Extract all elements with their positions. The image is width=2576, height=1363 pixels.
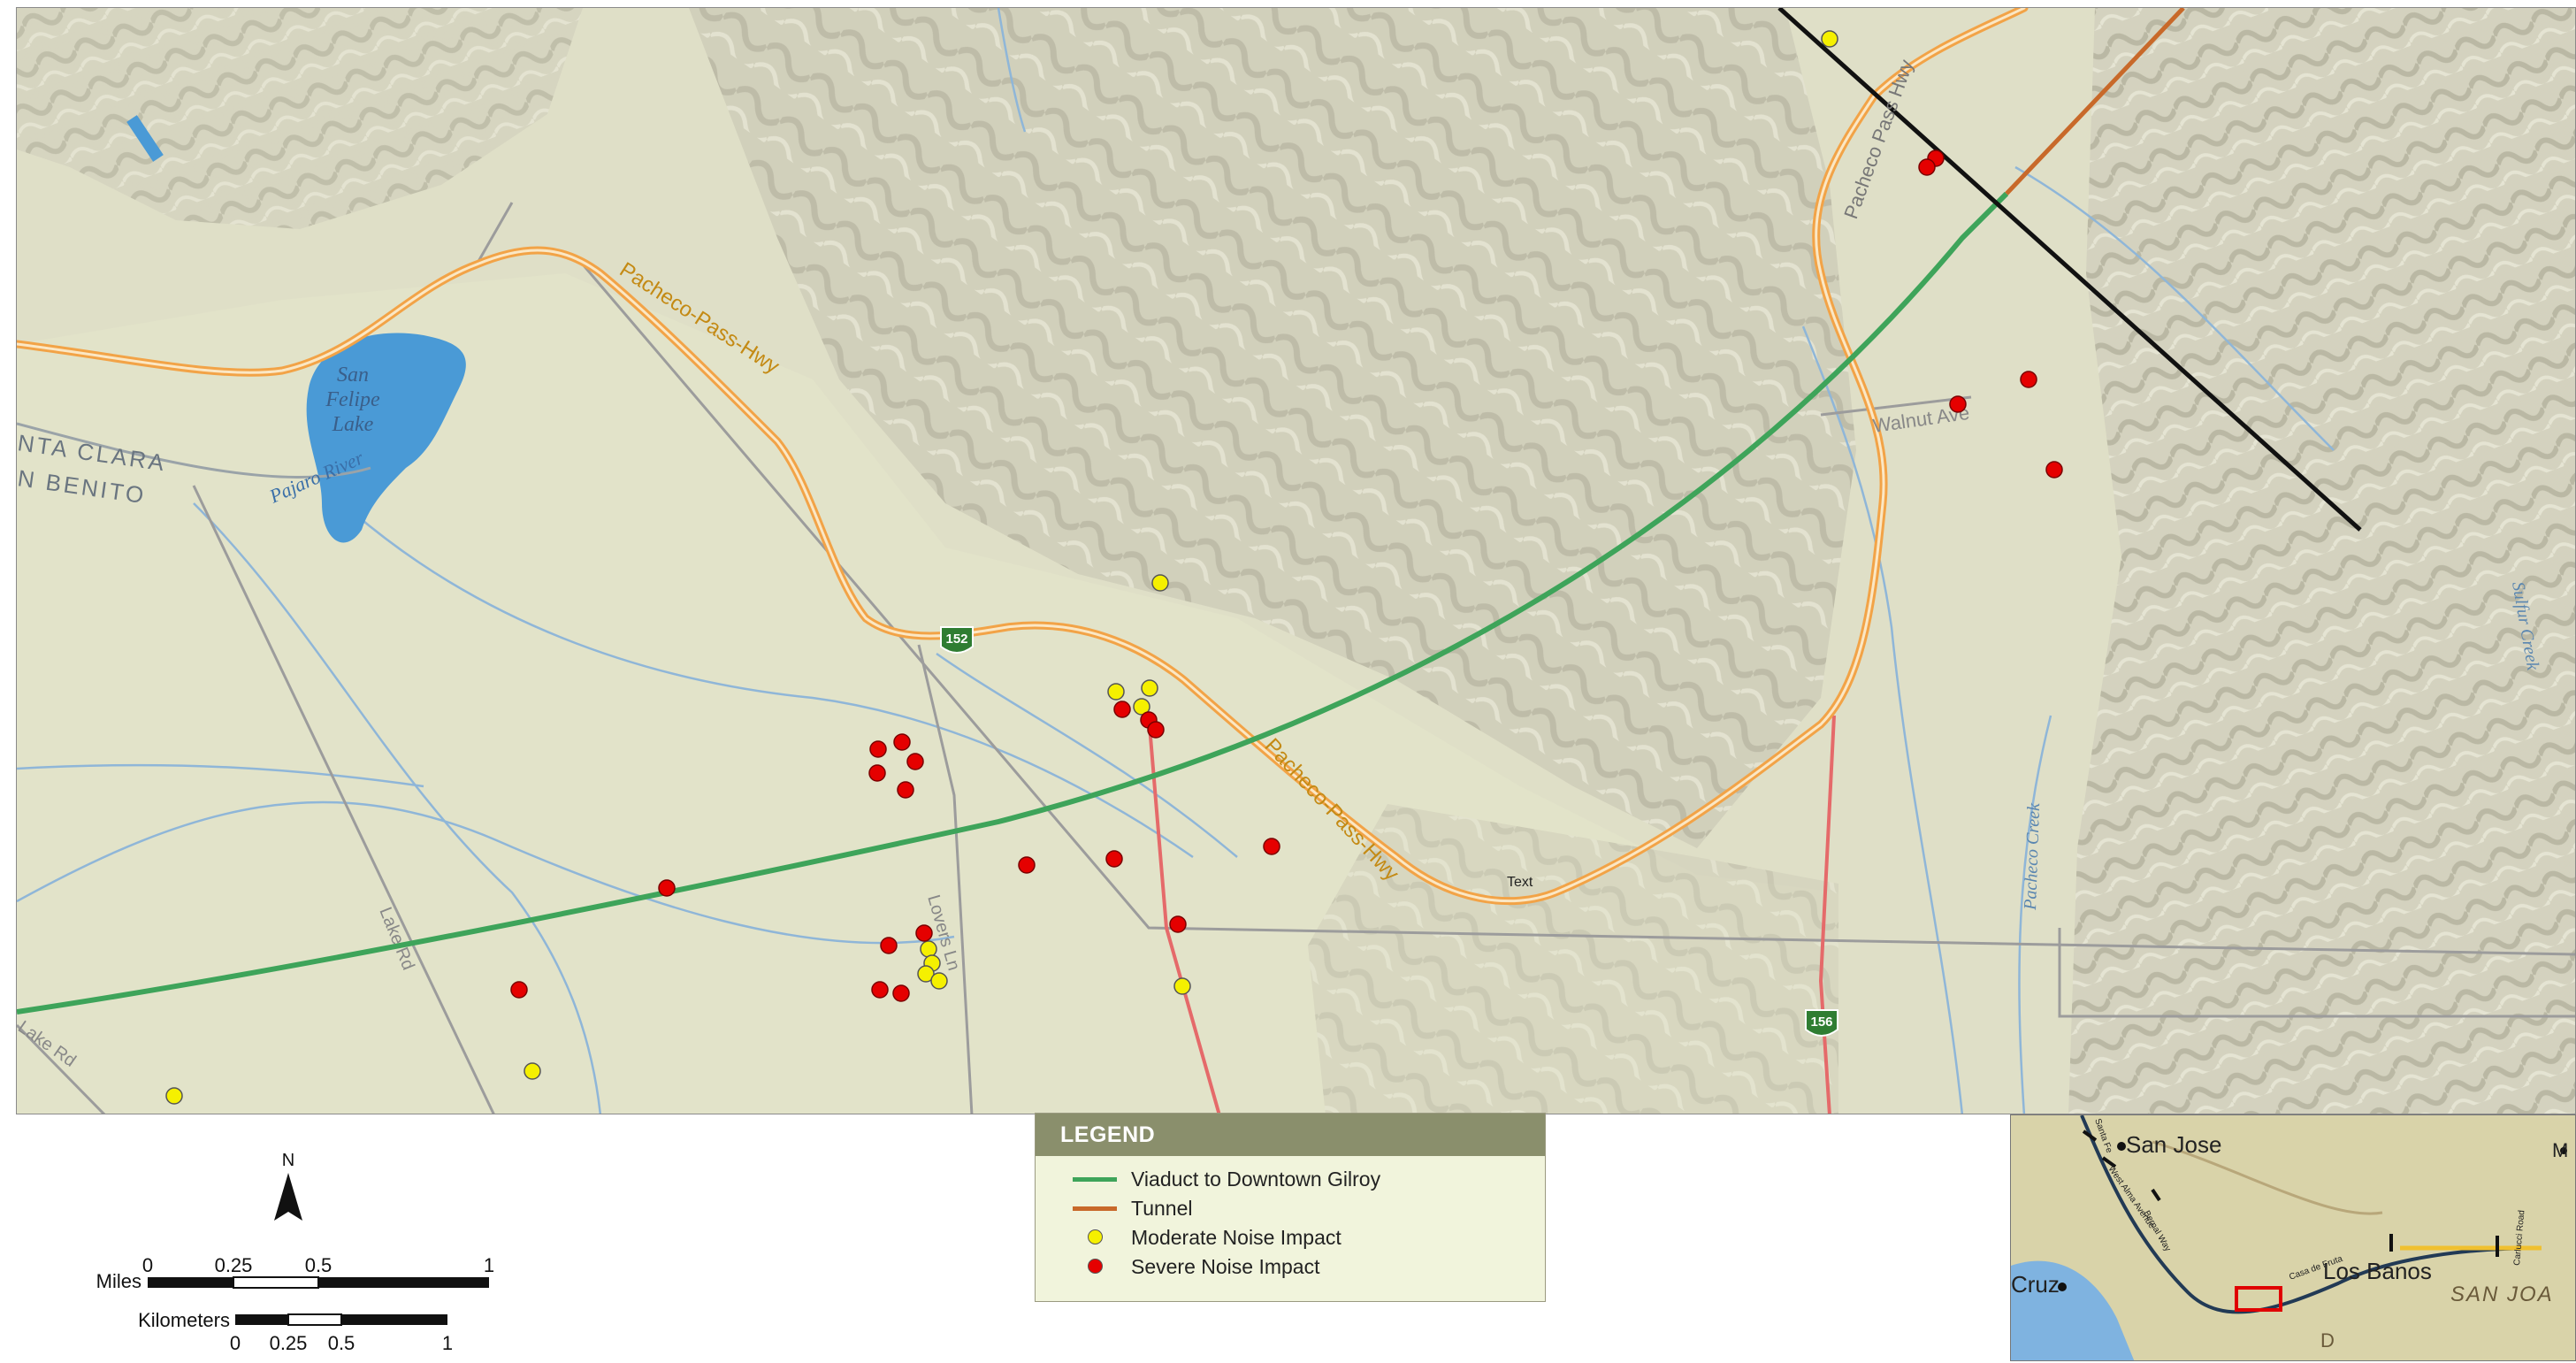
miles-tick-05: 0.5 <box>305 1254 333 1276</box>
legend-panel: LEGEND Viaduct to Downtown Gilroy Tunnel… <box>1035 1113 1546 1302</box>
scale-bar: N 0 0.25 0.5 1 Miles Kilometers 0 0.25 0… <box>71 1146 531 1359</box>
viaduct-legend-icon <box>1073 1177 1117 1182</box>
inset-san-jose-dot <box>2117 1142 2126 1151</box>
rail-line-2 <box>1818 715 1836 1114</box>
legend-label-viaduct: Viaduct to Downtown Gilroy <box>1131 1167 1381 1191</box>
map-canvas[interactable]: Pacheco-Pass-Hwy Pacheco-Pass-Hwy Pachec… <box>16 7 2576 1114</box>
san-felipe-lake <box>306 333 466 543</box>
inset-label-d: D <box>2320 1329 2335 1352</box>
moderate-dot-icon <box>1088 1229 1103 1244</box>
km-tick-025: 0.25 <box>270 1332 308 1354</box>
legend-item-tunnel: Tunnel <box>1036 1194 1192 1222</box>
mountains-east <box>2068 8 2575 1114</box>
pond <box>126 115 164 162</box>
inset-ridge <box>2152 1140 2383 1215</box>
km-tick-1: 1 <box>442 1332 453 1354</box>
rail-line <box>1147 715 1221 1114</box>
legend-item-severe: Severe Noise Impact <box>1036 1252 1319 1281</box>
svg-text:N: N <box>282 1151 294 1170</box>
streams <box>17 8 2335 1114</box>
legend-title: LEGEND <box>1036 1114 1545 1156</box>
legend-item-moderate: Moderate Noise Impact <box>1036 1223 1342 1252</box>
miles-bar <box>148 1276 489 1289</box>
legend-item-viaduct: Viaduct to Downtown Gilroy <box>1036 1165 1380 1193</box>
km-tick-05: 0.5 <box>328 1332 355 1354</box>
inset-locator-map[interactable]: San Jose Cruz Los Banos SAN JOA D M West… <box>2010 1114 2576 1361</box>
inset-label-san-joa: SAN JOA <box>2450 1283 2554 1306</box>
inset-label-san-jose: San Jose <box>2126 1131 2221 1158</box>
hills-northwest <box>17 8 583 229</box>
section-boundary-line <box>1777 8 2362 532</box>
inset-label-los-banos: Los Banos <box>2323 1258 2432 1284</box>
inset-extent-box <box>2235 1286 2282 1312</box>
km-tick-0: 0 <box>230 1332 241 1354</box>
svg-text:152: 152 <box>945 632 967 647</box>
svg-text:156: 156 <box>1810 1015 1832 1030</box>
route-152-shield: 152 <box>940 626 974 654</box>
miles-tick-025: 0.25 <box>215 1254 253 1276</box>
legend-label-moderate: Moderate Noise Impact <box>1131 1225 1342 1249</box>
inset-label-cruz: Cruz <box>2011 1271 2060 1298</box>
label-lake-line-2: Felipe <box>325 388 380 411</box>
severe-dot-icon <box>1088 1259 1103 1274</box>
county-boundary <box>17 422 371 479</box>
inset-label-m: M <box>2552 1139 2568 1161</box>
label-text-placeholder: Text <box>1507 875 1533 890</box>
north-arrow-icon: N <box>274 1151 302 1221</box>
inset-ocean <box>2011 1260 2135 1360</box>
inset-merced-dot <box>2560 1147 2567 1154</box>
viaduct-line <box>17 191 2009 1015</box>
miles-label: Miles <box>96 1270 141 1292</box>
local-roads <box>17 202 2575 1114</box>
inset-label-carlucci: Carlucci Road <box>2512 1210 2526 1267</box>
map-svg: Pacheco-Pass-Hwy Pacheco-Pass-Hwy Pachec… <box>17 8 2575 1114</box>
label-pacheco-creek: Pacheco Creek <box>2021 801 2044 911</box>
moderate-noise-markers <box>165 30 1838 1105</box>
km-bar <box>235 1313 447 1326</box>
km-label: Kilometers <box>138 1309 230 1331</box>
legend-label-severe: Severe Noise Impact <box>1131 1254 1320 1278</box>
inset-santa-cruz-dot <box>2058 1283 2067 1291</box>
tunnel-line <box>2005 8 2185 195</box>
tunnel-legend-icon <box>1073 1206 1117 1211</box>
severe-noise-markers <box>510 149 2063 1002</box>
inset-section-ticks <box>2082 1129 2499 1257</box>
mountains-center <box>689 8 1856 848</box>
legend-label-tunnel: Tunnel <box>1131 1196 1193 1220</box>
miles-tick-0: 0 <box>142 1254 153 1276</box>
miles-tick-1: 1 <box>484 1254 494 1276</box>
label-lake-line-1: San <box>337 364 369 387</box>
label-lake-line-3: Lake <box>332 413 374 436</box>
route-156-shield: 156 <box>1805 1009 1838 1037</box>
